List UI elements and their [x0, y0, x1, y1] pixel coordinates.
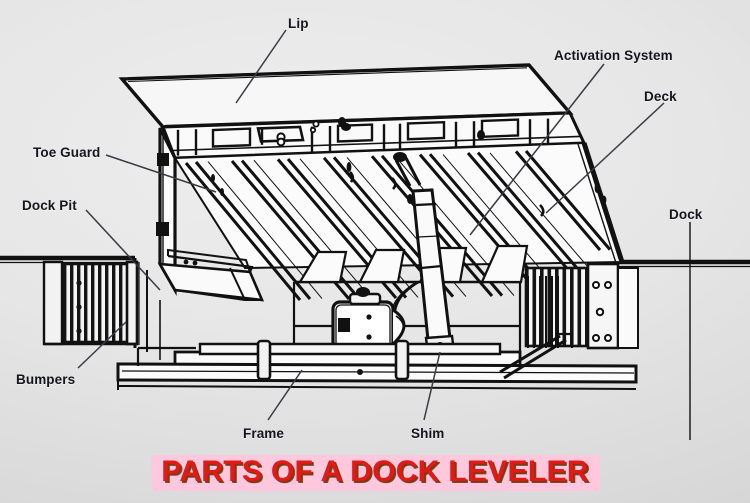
label-frame: Frame: [243, 426, 285, 441]
toe-guard-plate: [156, 127, 265, 302]
deck-ribs: [173, 141, 625, 301]
leader-lines: [77, 29, 665, 421]
bumper-right: [524, 262, 639, 350]
figure-title-bar: PARTS OF A DOCK LEVELER: [0, 455, 750, 492]
label-shim: Shim: [411, 426, 445, 441]
hydraulic-cylinder: [390, 152, 456, 356]
label-bumpers: Bumpers: [16, 372, 76, 387]
bumper-left: [42, 260, 139, 346]
figure-title: PARTS OF A DOCK LEVELER: [151, 455, 599, 492]
label-activation-system: Activation System: [554, 48, 673, 63]
label-deck: Deck: [644, 89, 677, 104]
label-lip: Lip: [288, 16, 309, 31]
label-dock: Dock: [669, 207, 703, 222]
frame-beams: [116, 332, 638, 384]
label-toe-guard: Toe Guard: [33, 145, 101, 160]
label-dock-pit: Dock Pit: [22, 198, 77, 213]
dock-floor-line: [0, 255, 750, 268]
